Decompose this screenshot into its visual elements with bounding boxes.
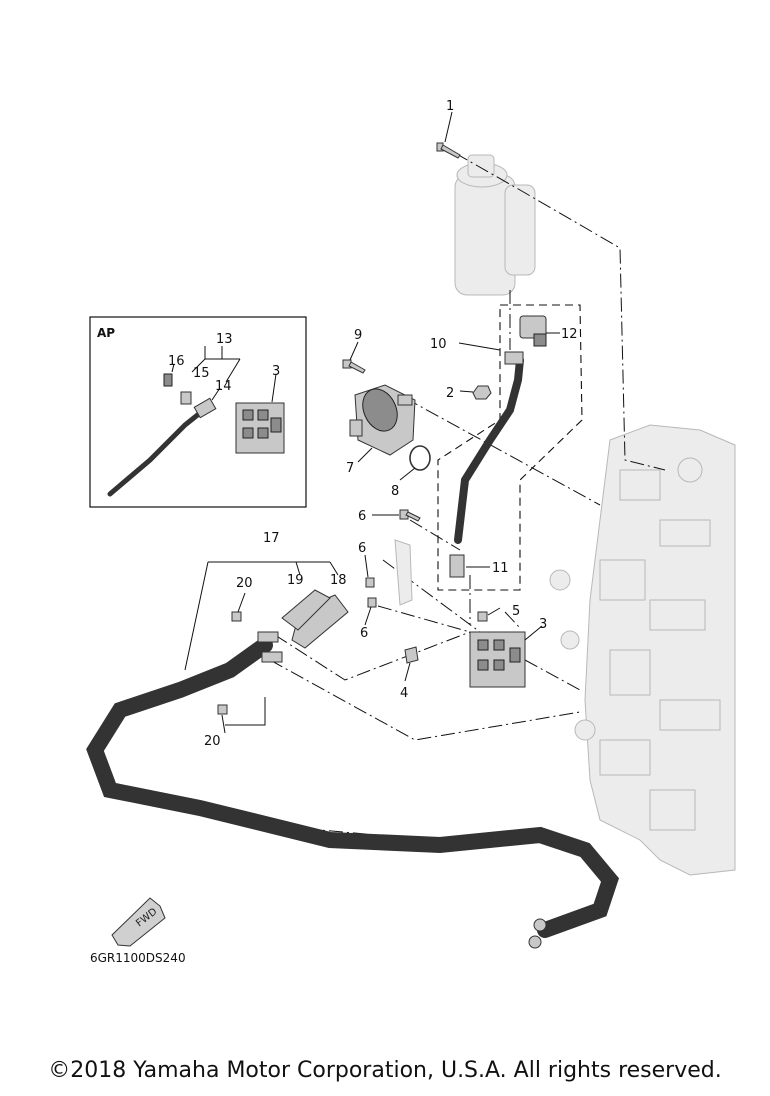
callout-6-lower: 6 (360, 626, 368, 641)
engine-block-ghost (549, 424, 736, 876)
callout-18: 18 (330, 573, 347, 588)
part-7-solenoid (349, 384, 416, 456)
copyright-notice: ©2018 Yamaha Motor Corporation, U.S.A. A… (48, 1058, 722, 1083)
callout-5: 5 (512, 604, 520, 619)
part-5-bolt (477, 611, 488, 622)
callout-11: 11 (492, 561, 509, 576)
part-9-bolt (342, 359, 366, 374)
callout-8: 8 (391, 484, 399, 499)
part-20-bolt-upper (231, 611, 242, 622)
callout-6-upper: 6 (358, 509, 366, 524)
leader-lines (184, 111, 560, 734)
part-19-cover (281, 589, 331, 631)
callout-7: 7 (346, 461, 354, 476)
callout-16: 16 (168, 354, 185, 369)
callout-13: 13 (216, 332, 233, 347)
part-6-bolt-lower (367, 597, 377, 608)
harness-group-bracket (437, 304, 583, 591)
part-6-bolt-middle (365, 577, 375, 588)
part-1-bolt (436, 142, 461, 159)
part-12-cap (519, 315, 547, 347)
callout-20-lower: 20 (204, 734, 221, 749)
callout-14: 14 (215, 379, 232, 394)
callout-15: 15 (193, 366, 210, 381)
part-17-battery-cable (86, 631, 619, 949)
fwd-arrow-icon: FWD (111, 897, 166, 947)
callout-10: 10 (430, 337, 447, 352)
inset-leaders (171, 346, 277, 403)
callout-3: 3 (539, 617, 547, 632)
part-20-bolt-lower (217, 704, 228, 715)
parts-diagram: AP (86, 99, 736, 965)
part-4-clip (404, 646, 419, 664)
callout-4: 4 (400, 686, 408, 701)
drawing-code: 6GR1100DS240 (90, 951, 186, 965)
wire-ghost (394, 539, 413, 606)
inset-parts (107, 373, 285, 497)
callout-19: 19 (287, 573, 304, 588)
part-6-bolt-upper (399, 509, 421, 522)
part-10-terminal (504, 351, 524, 365)
callout-2: 2 (446, 386, 454, 401)
part-10-cable (454, 356, 524, 544)
callout-17: 17 (263, 531, 280, 546)
callout-20-upper: 20 (236, 576, 253, 591)
callout-3-inset: 3 (272, 364, 280, 379)
part-2-nut (472, 385, 492, 400)
callout-9: 9 (354, 328, 362, 343)
part-11-connector (449, 554, 465, 578)
inset-box (89, 316, 307, 508)
starter-motor-ghost (454, 154, 536, 296)
part-3-terminal-block (469, 631, 526, 688)
inset-label: AP (97, 326, 115, 340)
callout-12: 12 (561, 327, 578, 342)
part-8-o-ring (409, 445, 431, 471)
callout-6-middle: 6 (358, 541, 366, 556)
callout-1: 1 (446, 99, 454, 114)
